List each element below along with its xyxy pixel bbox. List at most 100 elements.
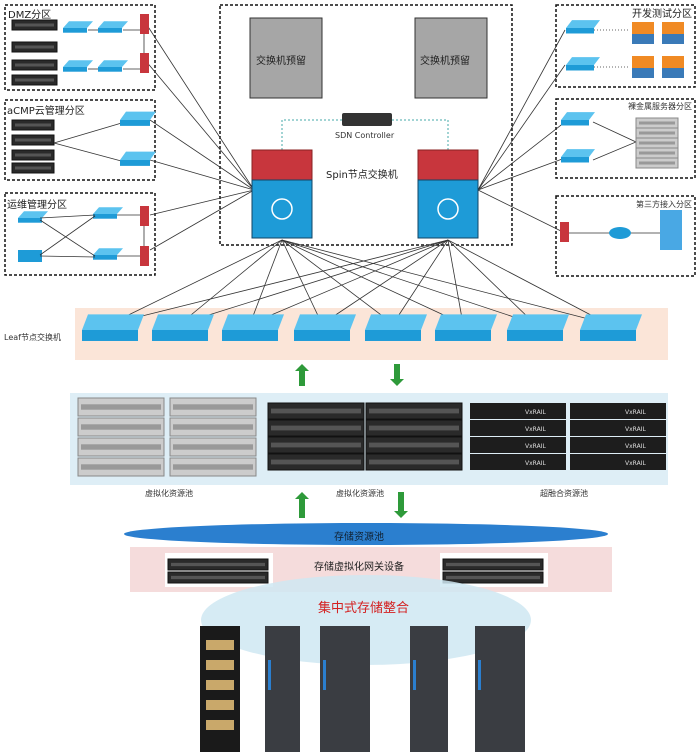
vxrail-node-icon [470,420,566,436]
virt-server-icon-detail [81,424,161,430]
pool-label-virt1: 虚拟化资源池 [145,489,193,498]
cabinet-light [413,660,416,690]
vxrail-label: VxRAIL [625,460,646,467]
sdn-controller-label: SDN Controller [335,131,395,140]
partition-link [477,157,566,191]
spine-leaf-link [321,239,449,325]
dmz-switch-icon [98,60,128,67]
storage-pool-label: 存储资源池 [334,532,384,543]
vxrail-label: VxRAIL [625,443,646,450]
zone-title-dmz: DMZ分区 [8,10,52,21]
dell-server-icon-detail [369,459,459,465]
spine-leaf-link [281,239,464,325]
devtest-switch-icon-front [566,28,594,34]
dell-server-icon-detail [369,425,459,431]
vxrail-label: VxRAIL [625,426,646,433]
spine-leaf-link [447,239,609,325]
storage-pool-band [124,523,608,545]
acmp-server-icon-detail [15,166,51,170]
zone-acmp [4,99,156,181]
link-line [53,142,126,163]
spine-leaf-link [447,239,536,325]
leaf-switch-icon [365,314,427,330]
dmz-server-icon-detail [15,78,54,82]
zone-title-acmp: aCMP云管理分区 [7,106,85,117]
leaf-switch-icon [580,314,642,330]
arrow-down-icon-head [394,511,408,518]
dmz-switch-icon-front [63,67,87,72]
rack-drive-icon [206,660,234,670]
dmz-server-icon-detail [15,23,54,27]
storage-gateway-label: 存储虚拟化网关设备 [314,562,404,573]
leaf-switch-icon [82,314,144,330]
baremetal-switch-icon [561,149,595,157]
leaf-switch-icon-front [294,330,350,341]
baremetal-server-icon-detail [639,151,675,155]
spine-leaf-link [281,239,536,325]
dmz-switch-icon [63,21,93,28]
vm-cube-base [632,68,654,78]
baremetal-switch-icon-front [561,157,589,163]
ops-appliance-icon [18,250,42,262]
acmp-server-icon-detail [15,123,51,127]
arrow-up-icon-head [295,492,309,499]
baremetal-switch-icon-front [561,120,589,126]
link-line [592,141,637,161]
storage-cabinet-icon [410,626,448,752]
sdn-controller-icon [342,113,392,126]
ops-switch-icon-front [93,255,117,260]
acmp-server-icon-detail [15,153,51,157]
central-storage-label: 集中式存储整合 [318,601,410,616]
spine-switch-right-body [417,179,479,239]
rack-drive-icon [206,640,234,650]
dell-server-icon-detail [369,442,459,448]
dell-server-icon-detail [271,425,361,431]
zone-ops [4,192,156,276]
zone-title-ops: 运维管理分区 [7,200,67,211]
vxrail-node-icon [570,437,666,453]
ops-switch-icon [93,207,123,214]
partition-link [149,189,255,251]
zone-dmz [4,4,156,91]
virt-server-icon-detail [173,464,253,470]
vxrail-label: VxRAIL [525,443,546,450]
ops-switch-icon [93,248,123,255]
baremetal-server-icon-detail [639,131,675,135]
baremetal-server-icon-detail [639,121,675,125]
dmz-switch-icon [63,60,93,67]
storage-cabinet-icon [475,626,525,752]
spine-leaf-link [447,239,464,325]
gateway-device-icon-detail [171,562,265,567]
vxrail-node-icon [470,437,566,453]
dell-server-icon-detail [271,459,361,465]
virt-server-icon-detail [81,464,161,470]
spine-leaf-link [109,239,283,325]
building-icon [660,210,682,250]
leaf-switch-icon-front [365,330,421,341]
dmz-switch-icon [98,21,128,28]
vm-cube-base [662,34,684,44]
spine-switch-right-logo-icon [437,198,459,220]
ops-switch-icon-front [93,214,117,219]
zone-baremetal [555,98,696,179]
gateway-device-icon-detail [446,575,540,580]
cabinet-light [323,660,326,690]
link-line [39,215,96,256]
devtest-switch-icon [566,57,600,65]
rack-drive-icon [206,680,234,690]
partition-link [144,59,255,191]
link-line [39,219,96,257]
virt-server-icon-detail [81,404,161,410]
partition-link [149,189,255,216]
leaf-switch-icon [435,314,497,330]
zone-title-thirdparty: 第三方接入分区 [636,200,692,209]
dmz-server-icon-detail [15,45,54,49]
vxrail-label: VxRAIL [525,460,546,467]
cabinet-light [268,660,271,690]
baremetal-switch-icon [561,112,595,120]
leaf-switch-icon [507,314,569,330]
dmz-server-icon-detail [15,63,54,67]
core-zone [219,4,513,246]
reserved-switch-left-label: 交换机预留 [256,56,306,67]
leaf-switch-icon-front [507,330,563,341]
